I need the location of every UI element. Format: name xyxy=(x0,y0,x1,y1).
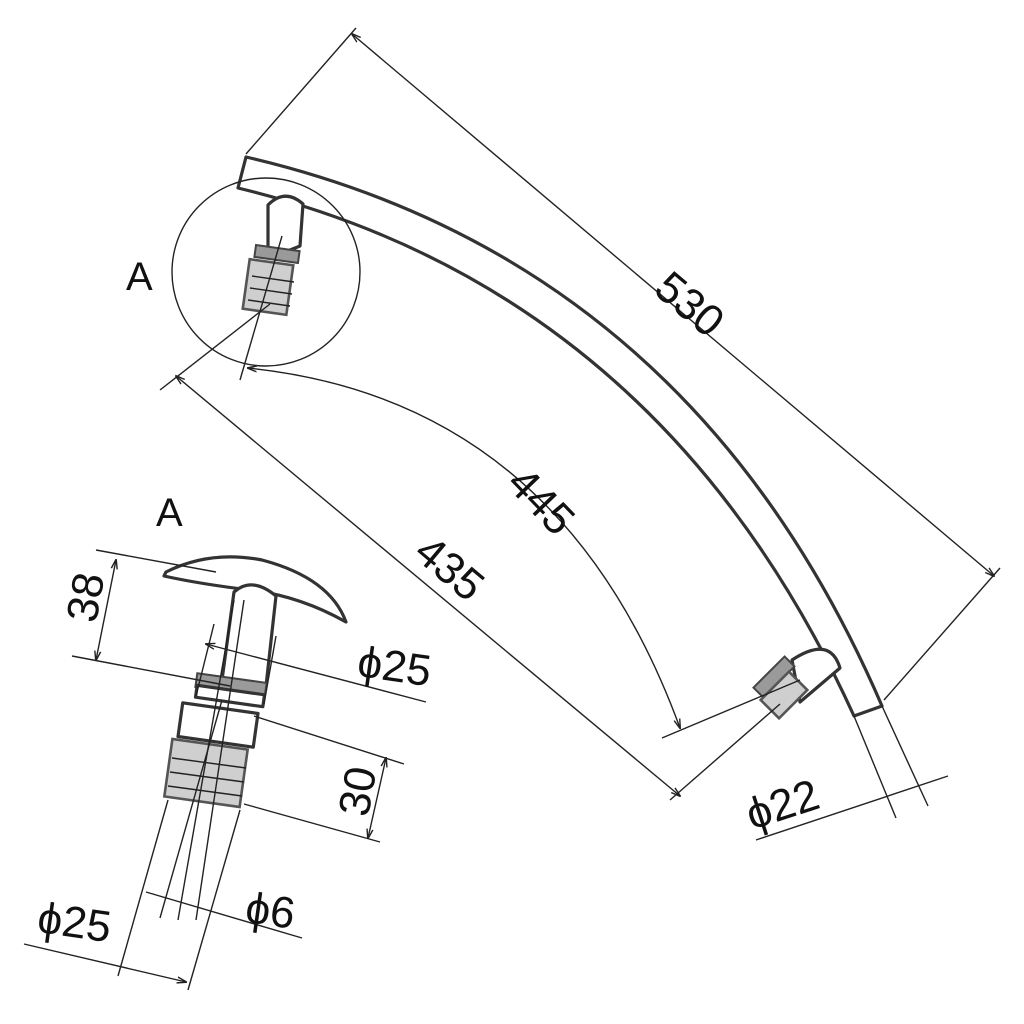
curved-bar xyxy=(236,155,884,718)
dimension-base-diameter: ϕ25 xyxy=(23,799,241,991)
dim-38-text: 38 xyxy=(58,569,115,626)
left-post xyxy=(241,194,305,317)
dimension-post-height: 38 xyxy=(58,549,231,687)
dim-post-25-text: ϕ25 xyxy=(355,637,435,696)
detail-marker-label: A xyxy=(126,255,153,299)
right-post xyxy=(752,647,842,721)
dim-6-text: ϕ6 xyxy=(243,883,298,938)
detail-view xyxy=(159,555,348,921)
dimension-post-diameter: ϕ25 xyxy=(195,623,435,705)
dimension-thread-length: 30 xyxy=(243,715,405,843)
dimension-bar-diameter: ϕ22 xyxy=(740,705,949,841)
dim-base-25-text: ϕ25 xyxy=(35,893,115,952)
dimension-screw-diameter: ϕ6 xyxy=(145,883,303,939)
handle-main-view xyxy=(236,155,884,721)
dim-435-text: 435 xyxy=(406,526,494,611)
dim-30-text: 30 xyxy=(330,763,387,820)
detail-title: A xyxy=(156,491,183,535)
dim-22-text: ϕ22 xyxy=(740,770,825,839)
dim-445-text: 445 xyxy=(498,458,584,545)
dim-530-text: 530 xyxy=(646,262,734,347)
